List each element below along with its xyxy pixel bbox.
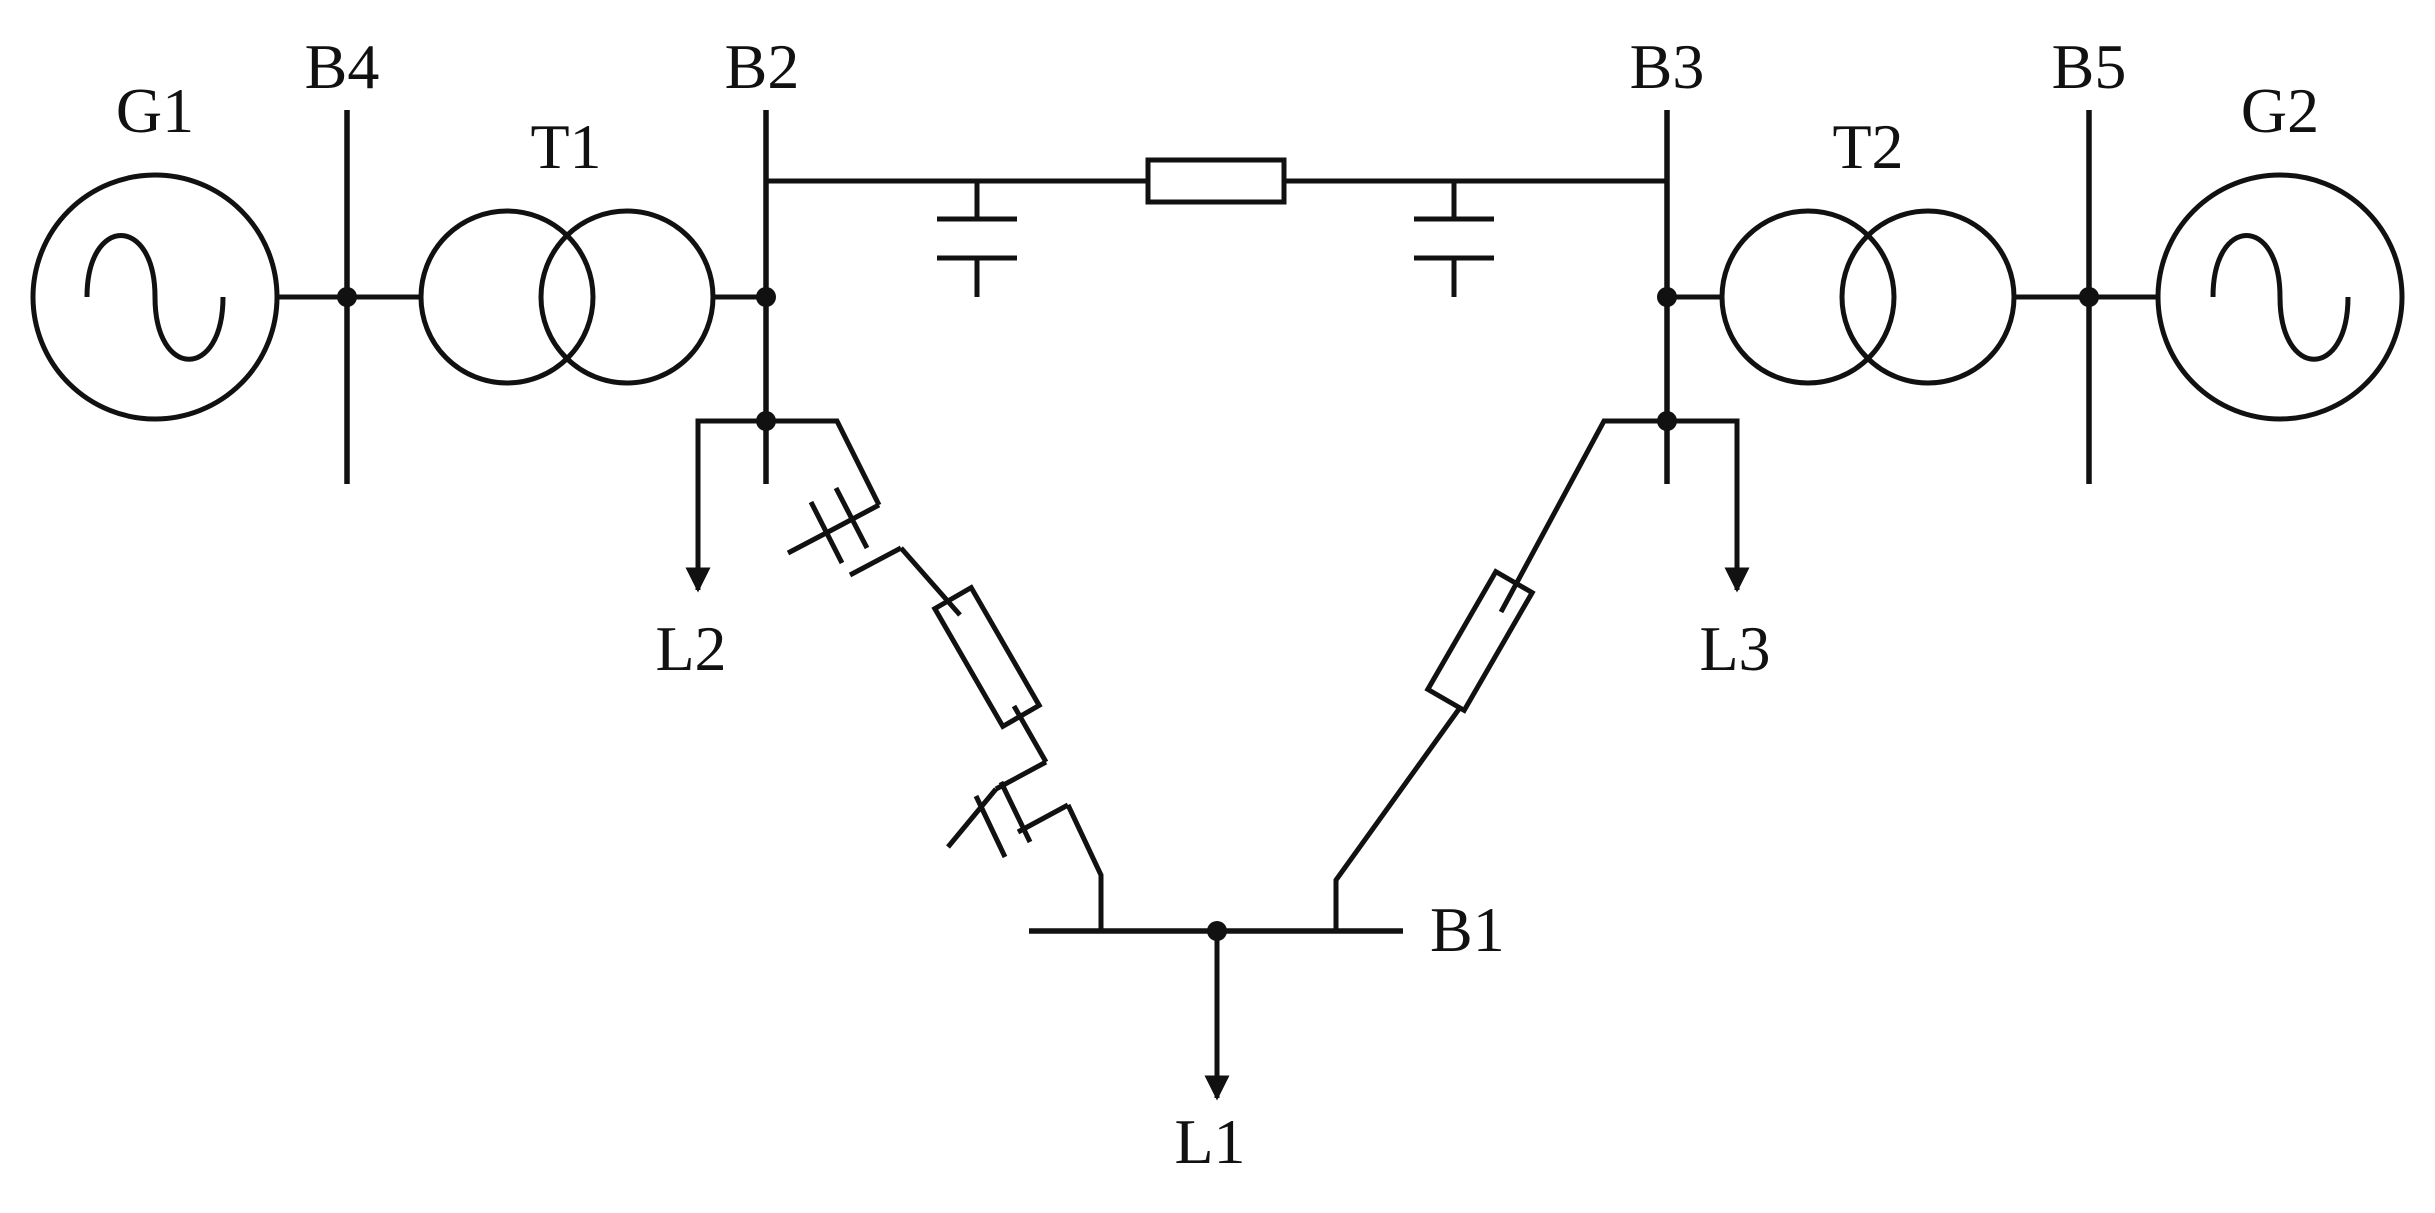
transformer-t2-symbol [1719, 208, 2017, 386]
transformer-t1-label: T1 [530, 111, 601, 182]
bus-b1-label: B1 [1430, 894, 1505, 965]
load-l3-label: L3 [1699, 613, 1770, 684]
bus-b2-label: B2 [725, 31, 800, 102]
line-b2-b3 [766, 157, 1667, 297]
line-b2-b1-capacitor-2 [946, 759, 1070, 859]
load-l2-label: L2 [655, 613, 726, 684]
generator-g1-symbol [30, 172, 280, 422]
line-b2-b1 [766, 418, 1104, 931]
generator-g2-symbol [2155, 172, 2405, 422]
line-b2-b3-shunt-capacitor-2 [1414, 181, 1494, 297]
line-b2-b3-impedance [1145, 157, 1287, 205]
transformer-t2-label: T2 [1832, 111, 1903, 182]
line-b2-b1-capacitor-1 [786, 486, 903, 578]
bus-b3-label: B3 [1630, 31, 1705, 102]
load-l1-label: L1 [1174, 1106, 1245, 1177]
bus-b4-label: B4 [305, 31, 380, 102]
generator-g1-label: G1 [116, 75, 194, 146]
line-b3-b1 [1333, 418, 1667, 931]
bus-b5-label: B5 [2052, 31, 2127, 102]
transformer-t1-symbol [418, 208, 716, 386]
load-l2-arrow [685, 418, 766, 593]
line-b2-b3-shunt-capacitor-1 [937, 181, 1017, 297]
line-b2-b1-impedance [931, 584, 1043, 730]
bus-b2-node-upper [756, 287, 776, 307]
load-l3-arrow [1667, 418, 1750, 593]
generator-g2-label: G2 [2241, 75, 2319, 146]
line-b3-b1-impedance [1424, 568, 1536, 714]
